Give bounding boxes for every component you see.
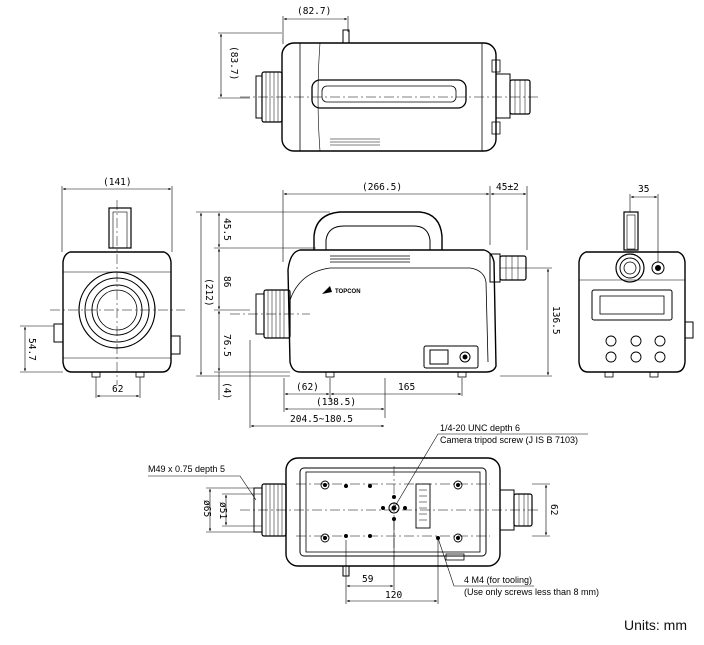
- m4-note-line-1: 4 M4 (for tooling): [464, 575, 532, 585]
- side-top-height-dim: 45.5: [221, 218, 232, 241]
- bottom-right-dim: 62: [548, 504, 559, 515]
- tripod-note-line-2: Camera tripod screw (J IS B 7103): [440, 435, 578, 445]
- side-small-height-dim: (4): [221, 382, 232, 399]
- thread-note: M49 x 0.75 depth 5: [148, 464, 225, 474]
- side-bottom-height-dim: 76.5: [221, 334, 232, 357]
- brand-logo: TOPCON: [335, 289, 361, 295]
- inner-diameter-dim: ø51: [217, 502, 228, 519]
- side-mid-height-dim: 86: [221, 276, 232, 288]
- back-view: [578, 194, 694, 378]
- top-width-dim: (82.7): [297, 6, 331, 17]
- top-view: [218, 16, 540, 152]
- units-label: Units: mm: [624, 617, 687, 633]
- front-width-dim: (141): [103, 177, 132, 188]
- side-mount-dim: (138.5): [316, 397, 356, 408]
- bottom-view: [148, 433, 588, 604]
- outer-diameter-dim: ø65: [201, 500, 212, 517]
- side-total-height-dim: (212): [203, 278, 214, 307]
- bottom-dim-120: 120: [385, 590, 402, 601]
- side-right-height-dim: 136.5: [550, 306, 561, 335]
- front-side-dim: 54.7: [26, 338, 37, 361]
- m4-note-line-2: (Use only screws less than 8 mm): [464, 587, 599, 597]
- front-bottom-dim: 62: [112, 384, 123, 395]
- bottom-dim-59: 59: [362, 574, 374, 585]
- side-range-dim: 204.5~180.5: [290, 414, 353, 425]
- side-foot-left-dim: (62): [296, 382, 319, 393]
- back-width-dim: 35: [638, 184, 649, 195]
- side-length-dim: (266.5): [362, 182, 402, 193]
- side-offset-dim: 45±2: [496, 182, 519, 193]
- side-foot-span-dim: 165: [398, 382, 415, 393]
- side-view: [196, 186, 552, 428]
- tripod-note-line-1: 1/4-20 UNC depth 6: [440, 423, 520, 433]
- front-view: [20, 186, 185, 398]
- top-height-dim: (83.7): [228, 46, 239, 80]
